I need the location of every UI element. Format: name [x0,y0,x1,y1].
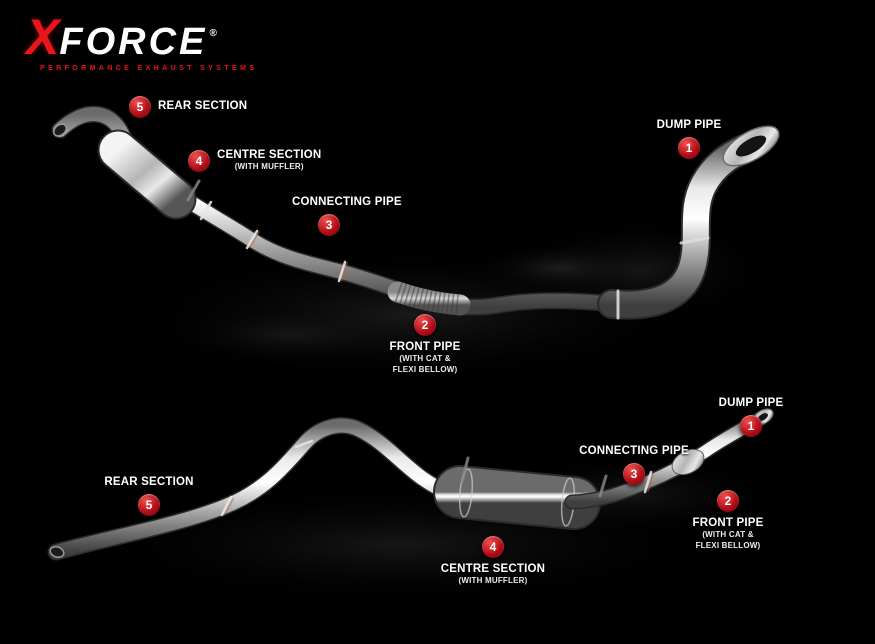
badge-number: 1 [678,137,700,160]
brand-tagline: PERFORMANCE EXHAUST SYSTEMS [40,65,258,72]
bottom-cat-bulge [671,448,705,476]
label-subtitle: (WITH CAT & [702,530,754,540]
label-bottom-dump-pipe: DUMP PIPE 1 [708,397,794,442]
brand-wordmark: XFORCE® [26,12,257,62]
label-subtitle: FLEXI BELLOW) [392,364,458,374]
top-joint-rings [186,179,710,320]
badge-number: 3 [318,214,340,237]
bottom-exhaust-system [47,408,774,561]
label-bottom-rear-section: REAR SECTION 5 [104,476,194,521]
label-subtitle: (WITH MUFFLER) [234,162,304,172]
label-title: DUMP PIPE [718,397,784,409]
badge-number: 4 [188,149,210,172]
badge-number: 3 [623,463,645,486]
label-top-dump-pipe: DUMP PIPE 1 [646,119,732,164]
label-title: CENTRE SECTION [440,563,546,575]
top-exhaust-system [51,105,780,320]
label-bottom-front-pipe: 2 FRONT PIPE (WITH CAT & FLEXI BELLOW) [684,485,772,551]
top-rear-tip [52,123,68,137]
badge-number: 1 [740,415,762,438]
badge-number: 2 [717,490,739,512]
label-top-front-pipe: 2 FRONT PIPE (WITH CAT & FLEXI BELLOW) [382,309,468,375]
label-title: CONNECTING PIPE [292,196,402,208]
xforce-logo: XFORCE® PERFORMANCE EXHAUST SYSTEMS [26,12,257,72]
label-text-block: CENTRE SECTION (WITH MUFFLER) [217,149,321,173]
label-subtitle: (WITH CAT & [399,354,451,364]
badge-number: 5 [138,494,160,517]
label-title: DUMP PIPE [656,119,722,131]
label-title: FRONT PIPE [389,341,461,353]
label-title: REAR SECTION [104,476,194,488]
badge-number: 5 [129,96,151,118]
badge-number: 2 [414,314,436,336]
label-bottom-centre-section: 4 CENTRE SECTION (WITH MUFFLER) [441,531,545,587]
label-title: REAR SECTION [158,100,248,113]
label-subtitle: FLEXI BELLOW) [695,540,761,550]
brand-x: X [26,9,59,65]
label-title: CONNECTING PIPE [579,445,689,457]
label-top-centre-section: 4 CENTRE SECTION (WITH MUFFLER) [188,149,321,173]
label-bottom-connecting-pipe: CONNECTING PIPE 3 [579,445,689,490]
label-title: FRONT PIPE [692,517,764,529]
label-top-rear-section: 5 REAR SECTION [129,96,247,118]
label-title: CENTRE SECTION [217,149,322,161]
brand-force: FORCE [59,21,208,63]
registered-mark: ® [209,28,217,39]
label-top-connecting-pipe: CONNECTING PIPE 3 [292,196,402,241]
bottom-joint-rings [220,439,654,517]
badge-number: 4 [482,536,504,558]
bottom-rear-tip [49,545,65,559]
top-dump-flange [722,125,780,167]
label-subtitle: (WITH MUFFLER) [458,576,528,586]
